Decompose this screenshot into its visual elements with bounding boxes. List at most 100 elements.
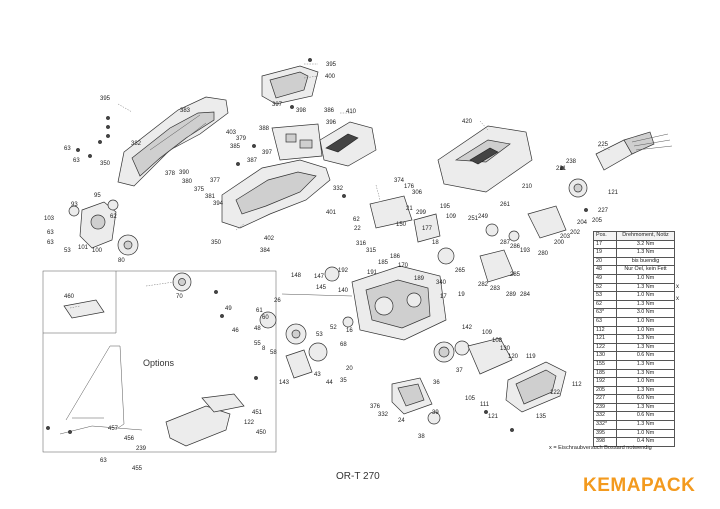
part-label: 63 bbox=[73, 158, 80, 164]
part-label: 238 bbox=[566, 159, 577, 165]
part-label: 261 bbox=[500, 202, 511, 208]
part-label: 397 bbox=[272, 102, 283, 108]
torque-cell: 3.0 Nm bbox=[616, 308, 675, 318]
torque-cell: 1.0 Nm bbox=[616, 316, 675, 327]
clamp-assembly bbox=[285, 340, 470, 425]
part-label: 49 bbox=[225, 306, 232, 312]
part-label: 221 bbox=[556, 166, 567, 172]
part-label: 251 bbox=[468, 216, 479, 222]
part-label: 176 bbox=[404, 184, 415, 190]
part-label: 287 bbox=[500, 240, 511, 246]
torque-cell: 1.3 Nm bbox=[616, 402, 675, 413]
part-label: 80 bbox=[118, 258, 125, 264]
part-label: 36 bbox=[433, 380, 440, 386]
part-label: 456 bbox=[124, 436, 135, 442]
options-frame bbox=[42, 270, 277, 453]
part-label: 111 bbox=[480, 402, 490, 408]
part-label: 191 bbox=[367, 270, 378, 276]
battery-pack bbox=[319, 121, 377, 167]
pos-cell: 205 bbox=[593, 385, 617, 396]
part-label: 143 bbox=[279, 380, 290, 386]
pos-cell: 62 bbox=[593, 299, 617, 310]
part-label: 17 bbox=[440, 294, 447, 300]
torque-cell: 0.6 Nm bbox=[616, 411, 675, 422]
part-label: 101 bbox=[78, 245, 89, 251]
torque-header-row: Pos. Drehmoment, Notiz bbox=[593, 231, 675, 241]
part-label: 68 bbox=[340, 342, 347, 348]
torque-cell: 1.3 Nm bbox=[616, 385, 675, 396]
torque-cell: 1.3 Nm bbox=[616, 248, 675, 258]
part-number-labels: 395 400 397 398 386 410 396 388 383 403 … bbox=[44, 62, 619, 472]
pos-cell: 395 bbox=[593, 428, 617, 439]
part-label: 26 bbox=[274, 298, 281, 304]
part-label: 21 bbox=[406, 206, 413, 212]
pos-cell: 121 bbox=[593, 334, 617, 344]
torque-cell: 1.3 Nm bbox=[616, 420, 675, 430]
part-label: 52 bbox=[330, 325, 337, 331]
pos-cell: 48 bbox=[593, 265, 617, 275]
part-label: 193 bbox=[520, 248, 531, 254]
part-label: 142 bbox=[462, 325, 473, 331]
part-label: 420 bbox=[462, 119, 473, 125]
pos-cell: 63* bbox=[593, 308, 617, 318]
part-label: 299 bbox=[416, 210, 427, 216]
tensioning-unit bbox=[467, 337, 567, 413]
electronics-module bbox=[261, 65, 319, 105]
bossard-mark: x bbox=[676, 296, 679, 302]
part-label: 316 bbox=[356, 241, 367, 247]
torque-cell: 1.3 Nm bbox=[616, 368, 675, 379]
pos-cell: 49 bbox=[593, 273, 617, 284]
part-label: 35 bbox=[340, 378, 347, 384]
part-label: 410 bbox=[346, 109, 357, 115]
option-frame-455 bbox=[59, 345, 143, 435]
part-label: 451 bbox=[252, 410, 263, 416]
part-label: 130 bbox=[500, 346, 511, 352]
part-label: 227 bbox=[598, 208, 609, 214]
part-label: 457 bbox=[108, 426, 119, 432]
part-label: 20 bbox=[346, 366, 353, 372]
part-label: 186 bbox=[390, 254, 401, 260]
top-mechanism bbox=[369, 195, 567, 283]
pos-cell: 20 bbox=[593, 256, 617, 267]
handle-housing-lower bbox=[221, 159, 331, 229]
part-label: 121 bbox=[488, 414, 499, 420]
pos-cell: 130 bbox=[593, 351, 617, 361]
option-plate-460 bbox=[63, 299, 105, 319]
part-label: 400 bbox=[325, 74, 336, 80]
part-label: 8 bbox=[262, 346, 266, 352]
part-label: 402 bbox=[264, 236, 275, 242]
part-label: 397 bbox=[262, 150, 273, 156]
part-label: 63 bbox=[47, 240, 54, 246]
torque-cell: bis buendig bbox=[616, 256, 675, 267]
pos-cell: 239 bbox=[593, 402, 617, 413]
part-label: 280 bbox=[538, 251, 549, 257]
part-label: 43 bbox=[314, 372, 321, 378]
drive-cover-left bbox=[68, 199, 119, 249]
part-label: 109 bbox=[446, 214, 457, 220]
part-label: 140 bbox=[338, 288, 349, 294]
part-label: 100 bbox=[92, 248, 103, 254]
part-label: 284 bbox=[520, 292, 531, 298]
part-label: 105 bbox=[465, 396, 476, 402]
part-label: 286 bbox=[510, 244, 521, 250]
part-label: 170 bbox=[398, 263, 409, 269]
part-label: 306 bbox=[412, 190, 423, 196]
part-label: 460 bbox=[64, 294, 75, 300]
part-label: 53 bbox=[316, 332, 323, 338]
part-label: 24 bbox=[398, 418, 405, 424]
part-label: 375 bbox=[194, 187, 205, 193]
torque-cell: 1.3 Nm bbox=[616, 282, 675, 293]
part-label: 203 bbox=[560, 234, 571, 240]
